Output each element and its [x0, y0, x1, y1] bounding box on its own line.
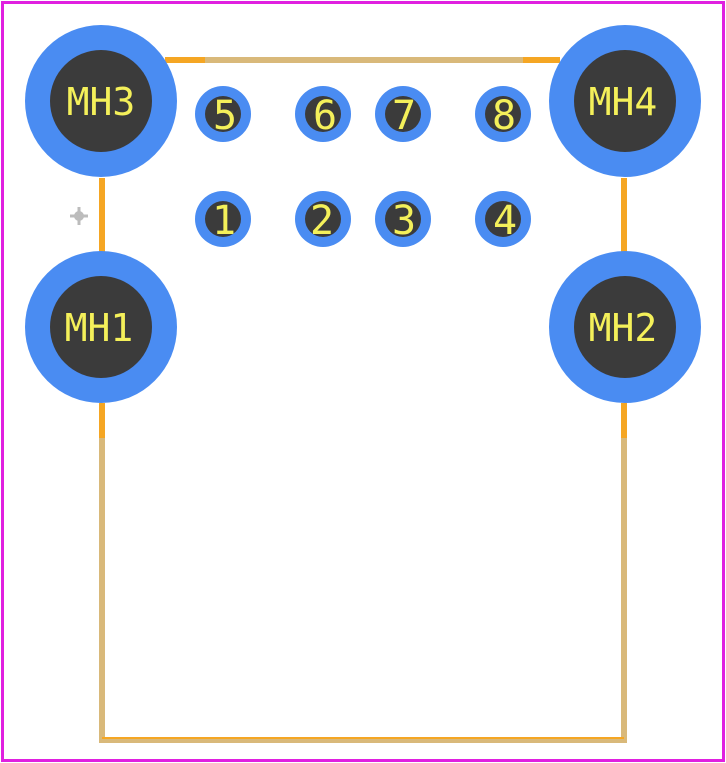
mounting-hole-mh4[interactable]: MH4	[549, 25, 701, 177]
pad-hole	[305, 201, 341, 237]
pin-label: 1	[212, 198, 236, 244]
pin-7[interactable]: 7	[375, 86, 431, 142]
mounting-hole-mh1[interactable]: MH1	[25, 251, 177, 403]
pad-hole	[205, 201, 241, 237]
mh-label: MH4	[589, 80, 658, 124]
pin-6[interactable]: 6	[295, 86, 351, 142]
pin-4[interactable]: 4	[475, 191, 531, 247]
pad-hole	[50, 50, 152, 152]
pin-label: 2	[310, 198, 334, 244]
pad-hole	[305, 96, 341, 132]
pin-1[interactable]: 1	[195, 191, 251, 247]
pad-hole	[485, 96, 521, 132]
mh-label: MH1	[65, 306, 134, 350]
pin-2[interactable]: 2	[295, 191, 351, 247]
pad-hole	[385, 96, 421, 132]
mh-label: MH3	[67, 80, 136, 124]
pin-label: 8	[492, 93, 516, 139]
pin-label: 7	[392, 93, 416, 139]
crosshair-origin-icon	[70, 207, 88, 225]
pad-hole	[485, 201, 521, 237]
pad-hole	[574, 276, 676, 378]
pin-label: 5	[213, 93, 237, 139]
mounting-hole-mh2[interactable]: MH2	[549, 251, 701, 403]
pin-8[interactable]: 8	[475, 86, 531, 142]
silkscreen-outline	[99, 57, 627, 743]
pin-label: 4	[493, 198, 517, 244]
mounting-hole-mh3[interactable]: MH3	[25, 25, 177, 177]
pin-label: 6	[313, 93, 337, 139]
pin-5[interactable]: 5	[195, 86, 251, 142]
pin-label: 3	[392, 198, 416, 244]
pad-hole	[50, 276, 152, 378]
pad-hole	[385, 201, 421, 237]
pin-3[interactable]: 3	[375, 191, 431, 247]
pad-hole	[574, 50, 676, 152]
pad-hole	[205, 96, 241, 132]
mh-label: MH2	[589, 306, 658, 350]
